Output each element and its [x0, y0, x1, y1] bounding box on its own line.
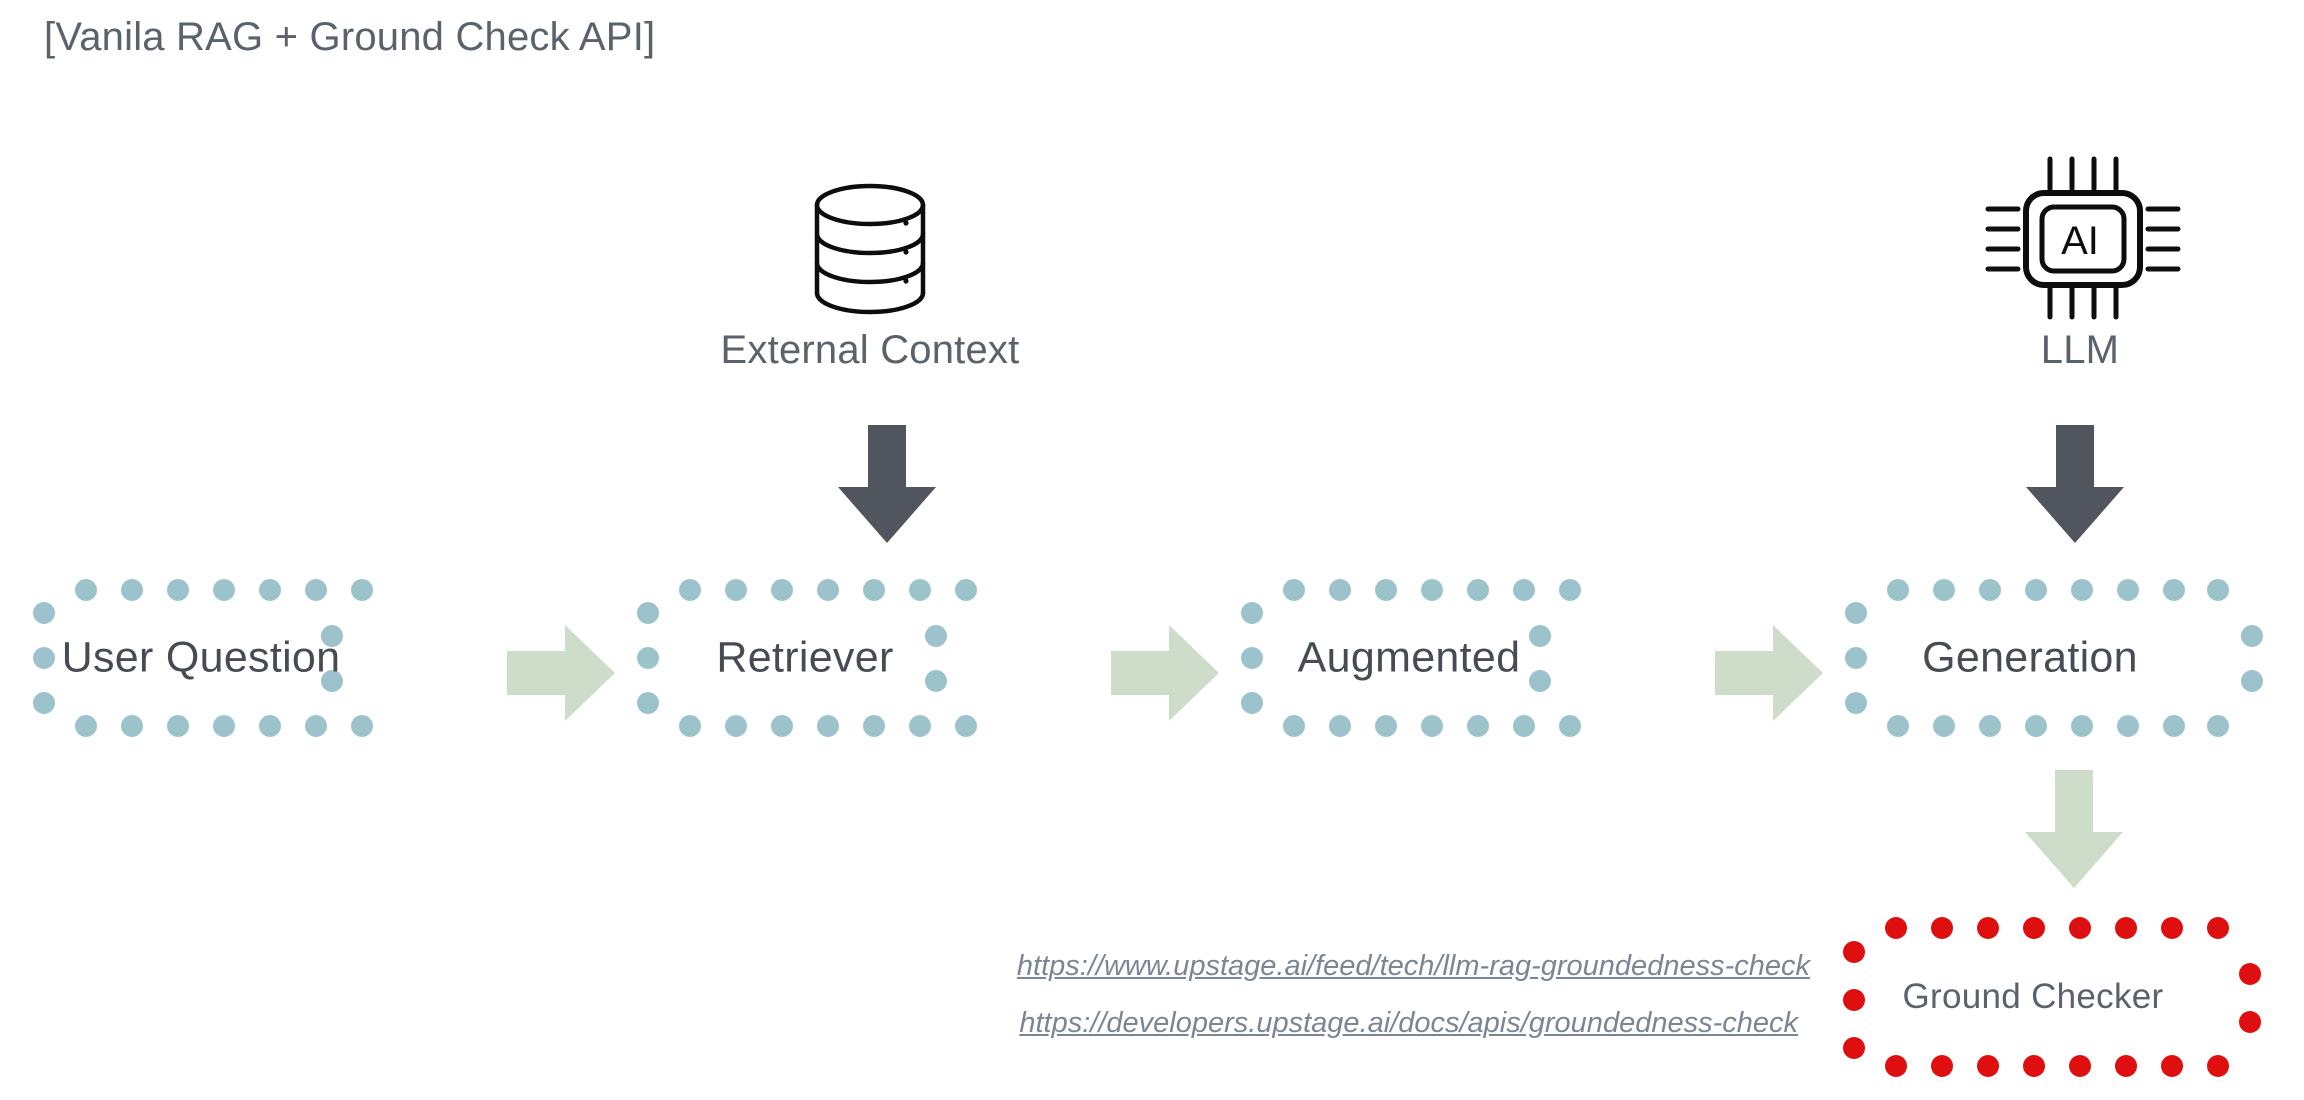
stage-label-generation: Generation — [1922, 633, 2138, 682]
stage-box-ground-checker[interactable]: Ground Checker — [1838, 912, 2268, 1082]
dotted-border-blue — [1241, 579, 1581, 737]
reference-link-blog[interactable]: https://www.upstage.ai/feed/tech/llm-rag… — [1016, 950, 1810, 982]
stage-box-augmented[interactable]: Augmented — [1236, 578, 1702, 738]
arrow-down-icon-context-to-retriever — [832, 425, 942, 545]
stage-label-user-question: User Question — [61, 633, 341, 682]
llm-group: AI LLM — [1880, 155, 2280, 373]
llm-caption: LLM — [2040, 328, 2120, 372]
external-context-caption: External Context — [720, 328, 1020, 372]
stage-box-retriever[interactable]: Retriever — [632, 578, 1098, 738]
stage-label-augmented: Augmented — [1297, 633, 1521, 682]
arrow-right-icon-augmented-to-generation — [1715, 625, 1825, 721]
dotted-border-blue — [637, 579, 977, 737]
arrow-right-icon-uq-to-retriever — [507, 625, 617, 721]
arrow-right-icon-retriever-to-augmented — [1111, 625, 1221, 721]
ai-chip-label: AI — [2061, 219, 2099, 263]
stage-label-retriever: Retriever — [716, 633, 894, 682]
arrow-down-icon-llm-to-generation — [2020, 425, 2130, 545]
stage-box-user-question[interactable]: User Question — [28, 578, 494, 738]
ai-chip-icon: AI — [1880, 155, 2280, 320]
dotted-border-blue — [33, 579, 373, 737]
dotted-border-blue — [1845, 579, 2263, 737]
page-title: [Vanila RAG + Ground Check API] — [44, 15, 656, 59]
database-icon — [700, 180, 1040, 320]
reference-link-docs[interactable]: https://developers.upstage.ai/docs/apis/… — [1019, 1007, 1798, 1039]
stage-label-ground-checker: Ground Checker — [1902, 977, 2164, 1016]
stage-box-generation[interactable]: Generation — [1840, 578, 2270, 738]
external-context-group: External Context — [700, 180, 1040, 373]
dotted-border-red — [1843, 917, 2261, 1077]
arrow-down-icon-generation-to-ground-checker — [2022, 770, 2132, 890]
